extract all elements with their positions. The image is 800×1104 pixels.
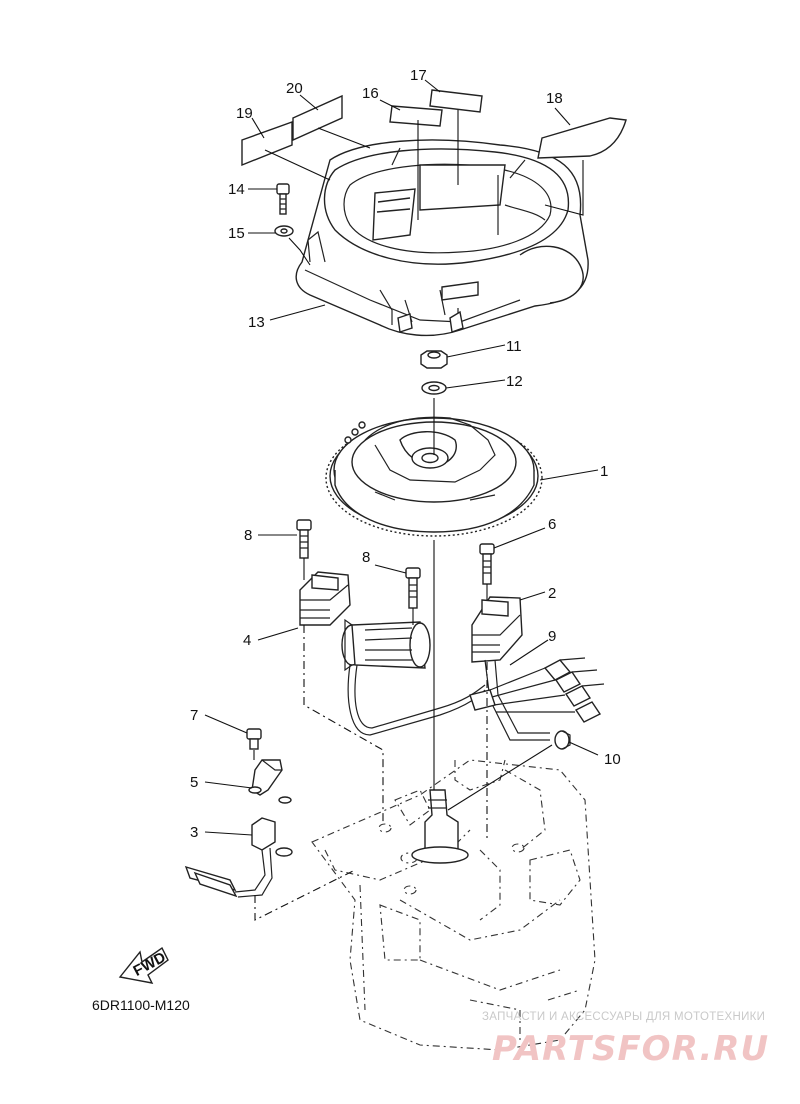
- cover-washer: [274, 225, 294, 237]
- watermark-brand: PARTSFOR.RU: [492, 1029, 769, 1069]
- engine-block: [311, 759, 596, 1051]
- pulser-coil-2: [471, 596, 523, 663]
- decal-18: [537, 117, 627, 159]
- part-label-5: 5: [190, 774, 198, 791]
- rectifier: [184, 817, 293, 898]
- bolt-8-left: [296, 519, 312, 559]
- part-label-19: 19: [236, 105, 253, 122]
- part-label-8a: 8: [244, 527, 252, 544]
- part-label-10: 10: [604, 751, 621, 768]
- part-label-8b: 8: [362, 549, 370, 566]
- part-label-12: 12: [506, 373, 523, 390]
- drawing-code: 6DR1100-M120: [92, 997, 190, 1013]
- part-label-9: 9: [548, 628, 556, 645]
- part-label-11: 11: [506, 338, 522, 355]
- leader-lines: [204, 79, 599, 921]
- decal-17: [429, 89, 483, 113]
- fwd-label: FWD: [130, 949, 168, 980]
- flywheel-cover: [295, 139, 589, 337]
- fwd-arrow-icon: FWD: [118, 946, 169, 984]
- part-label-14: 14: [228, 181, 245, 198]
- part-label-17: 17: [410, 67, 427, 84]
- clamp-bracket: [248, 759, 292, 804]
- decal-set: [241, 89, 627, 167]
- bolt-7: [246, 728, 262, 750]
- part-label-4: 4: [243, 632, 251, 649]
- flywheel-nut: [420, 350, 448, 369]
- decal-19: [241, 121, 293, 167]
- watermark: ЗАПЧАСТИ И АКСЕССУАРЫ ДЛЯ МОТОТЕХНИКИ PA…: [482, 1011, 769, 1069]
- charge-coil: [341, 618, 431, 672]
- part-label-20: 20: [286, 80, 303, 97]
- part-label-1: 1: [600, 463, 608, 480]
- flywheel-washer: [421, 381, 447, 395]
- pulser-coil-4: [299, 571, 351, 626]
- part-label-2: 2: [548, 585, 556, 602]
- grommet: [554, 730, 571, 750]
- part-label-3: 3: [190, 824, 198, 841]
- part-label-7: 7: [190, 707, 198, 724]
- bolt-6: [479, 543, 495, 585]
- bolt-8-center: [405, 567, 421, 609]
- wire-harness: [347, 657, 605, 741]
- decal-20: [292, 94, 343, 142]
- decal-16: [389, 105, 443, 127]
- cover-bolt: [276, 183, 290, 215]
- part-label-13: 13: [248, 314, 265, 331]
- part-label-18: 18: [546, 90, 563, 107]
- flywheel: [325, 416, 543, 537]
- watermark-tagline: ЗАПЧАСТИ И АКСЕССУАРЫ ДЛЯ МОТОТЕХНИКИ: [482, 1011, 765, 1023]
- part-label-6: 6: [548, 516, 556, 533]
- part-number-labels: 1 2 3 4 5 6 7 8 8 9 10 11 12 13 14 15 16…: [190, 67, 621, 841]
- part-label-15: 15: [228, 225, 245, 242]
- part-label-16: 16: [362, 85, 379, 102]
